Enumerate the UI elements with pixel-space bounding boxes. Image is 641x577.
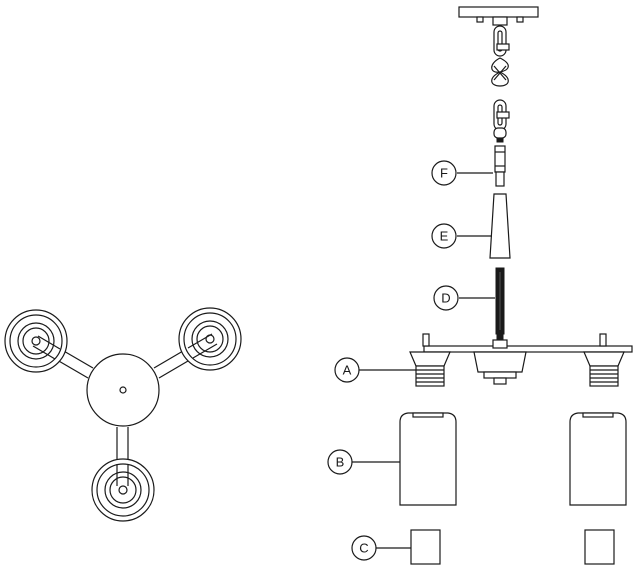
part-e-tapered-cover <box>489 193 511 259</box>
callout-f: F <box>431 160 457 186</box>
chain-lower <box>493 99 510 143</box>
chain-upper <box>491 25 510 87</box>
callout-e-label: E <box>440 229 449 244</box>
callout-b: B <box>327 449 353 475</box>
part-b-shade-right <box>569 412 627 506</box>
callout-d-label: D <box>441 291 450 306</box>
callout-e: E <box>431 223 457 249</box>
callout-a-label: A <box>343 363 352 378</box>
part-a-socket-right <box>583 351 625 387</box>
callout-c-label: C <box>359 541 368 556</box>
top-view <box>4 307 242 522</box>
part-a-socket-left <box>409 351 451 387</box>
callout-f-label: F <box>440 166 448 181</box>
top-view-socket-right <box>178 307 242 371</box>
top-view-socket-bottom <box>91 458 155 522</box>
callout-a: A <box>334 357 360 383</box>
part-d-down-rod <box>495 267 505 341</box>
arm-body <box>422 333 633 385</box>
top-view-socket-left <box>4 309 68 373</box>
callout-c: C <box>351 535 377 561</box>
leader-lines <box>352 172 495 549</box>
part-f-coupling <box>494 145 506 187</box>
callout-d: D <box>433 285 459 311</box>
part-b-shade-left <box>399 412 457 506</box>
canopy-plate <box>458 6 539 26</box>
part-c-cap-right <box>584 529 615 565</box>
side-view: F E D A B C <box>327 6 633 565</box>
callout-b-label: B <box>336 455 345 470</box>
part-c-cap-left <box>410 529 441 565</box>
top-view-hub <box>86 353 160 427</box>
